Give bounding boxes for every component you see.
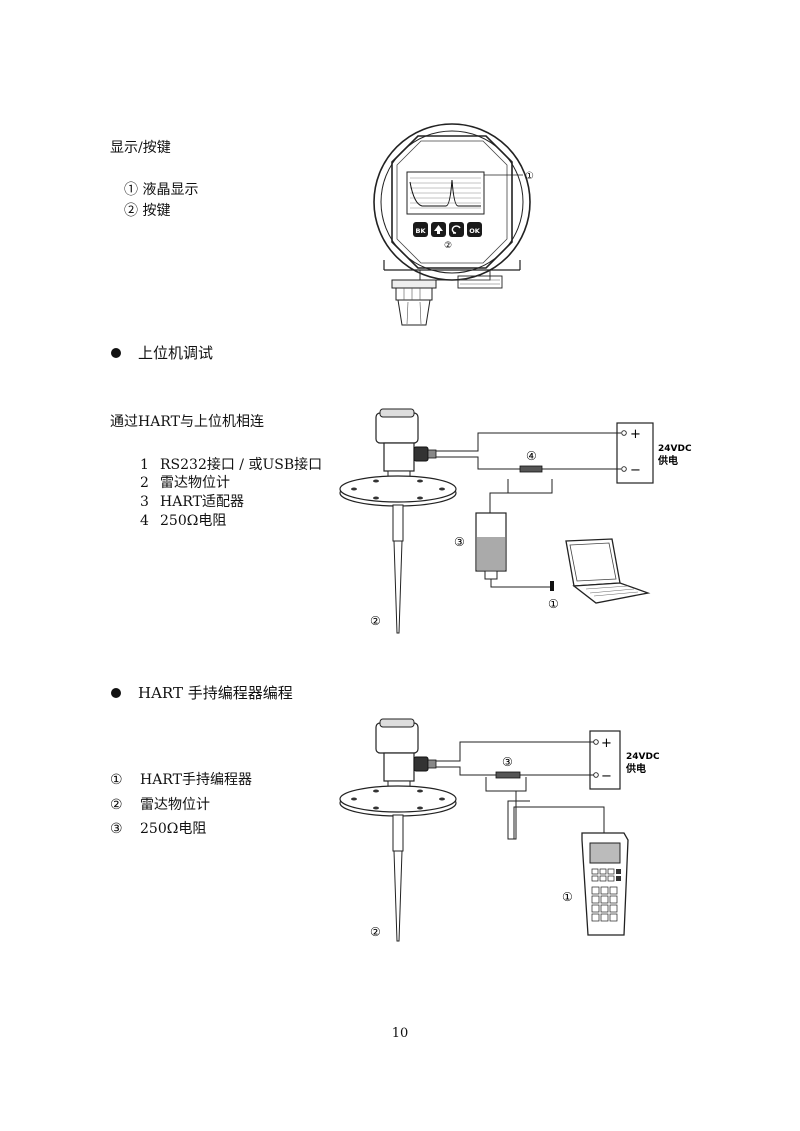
pc-callout-interface: ① — [548, 597, 559, 611]
hart-item-3-num: ③ — [110, 821, 123, 837]
pc-item-4-text: 250Ω电阻 — [160, 513, 227, 529]
display-item-keys: ② 按键 — [124, 203, 171, 219]
hart-adapter — [475, 507, 507, 580]
lcd-callout: ① — [525, 171, 534, 182]
power-supply-box-hart — [589, 730, 621, 790]
hart-item-1-num: ① — [110, 772, 123, 788]
pc-minus-label: − — [630, 463, 641, 478]
pc-item-4-num: 4 — [140, 513, 149, 529]
resistor-hart — [495, 771, 521, 779]
page-number: 10 — [391, 1026, 409, 1041]
radar-gauge-hart — [339, 718, 457, 942]
pc-section-heading: 上位机调试 — [138, 344, 214, 362]
display-item-lcd: ① 液晶显示 — [124, 182, 199, 198]
enter-button — [449, 222, 464, 237]
pc-item-2-num: 2 — [140, 475, 149, 491]
pc-connection-figure: ② + − 24VDC 供电 ④ ③ ① — [339, 408, 692, 634]
bullet-hart — [111, 688, 121, 698]
hart-handheld-programmer — [581, 832, 629, 936]
power-supply-box-pc — [616, 422, 654, 484]
pc-power-label: 供电 — [657, 454, 678, 467]
hart-power-voltage: 24VDC — [626, 752, 660, 762]
hart-section-heading: HART 手持编程器编程 — [138, 684, 293, 702]
hart-power-label: 供电 — [625, 762, 646, 775]
pc-item-2-text: 雷达物位计 — [160, 475, 230, 491]
pc-item-3-num: 3 — [140, 494, 149, 510]
pc-item-1-num: 1 — [140, 457, 149, 473]
keys-callout: ② — [444, 241, 452, 251]
hart-callout-gauge: ② — [370, 925, 381, 939]
hart-callout-resistor: ③ — [502, 755, 513, 769]
display-section-title: 显示/按键 — [110, 140, 171, 156]
pc-intro: 通过HART与上位机相连 — [110, 414, 264, 430]
laptop-icon — [565, 538, 651, 604]
resistor-pc — [519, 465, 543, 473]
hart-callout-handheld: ① — [562, 890, 573, 904]
hart-item-1-text: HART手持编程器 — [140, 772, 252, 788]
hart-item-3-text: 250Ω电阻 — [140, 821, 207, 837]
usb-connector — [550, 581, 554, 591]
up-arrow-icon — [434, 225, 443, 234]
pc-item-3-text: HART适配器 — [160, 494, 244, 510]
pc-plus-label: + — [630, 427, 641, 442]
pc-callout-gauge: ② — [370, 614, 381, 628]
bk-button-label: BK — [416, 227, 427, 235]
hart-item-2-text: 雷达物位计 — [140, 797, 210, 813]
pc-callout-resistor: ④ — [526, 449, 537, 463]
hart-plus-label: + — [601, 736, 612, 751]
bullet-pc — [111, 348, 121, 358]
ok-button-label: OK — [469, 227, 481, 235]
pc-callout-adapter: ③ — [454, 535, 465, 549]
hart-connection-figure: ② + − 24VDC 供电 ③ — [339, 718, 660, 942]
display-module-figure: ① BK OK ② — [373, 123, 534, 326]
pc-item-1-text: RS232接口 / 或USB接口 — [160, 457, 323, 473]
hart-item-2-num: ② — [110, 797, 123, 813]
pc-power-voltage: 24VDC — [658, 444, 692, 454]
hart-minus-label: − — [601, 769, 612, 784]
return-icon — [451, 225, 461, 234]
radar-gauge-pc — [339, 408, 457, 634]
